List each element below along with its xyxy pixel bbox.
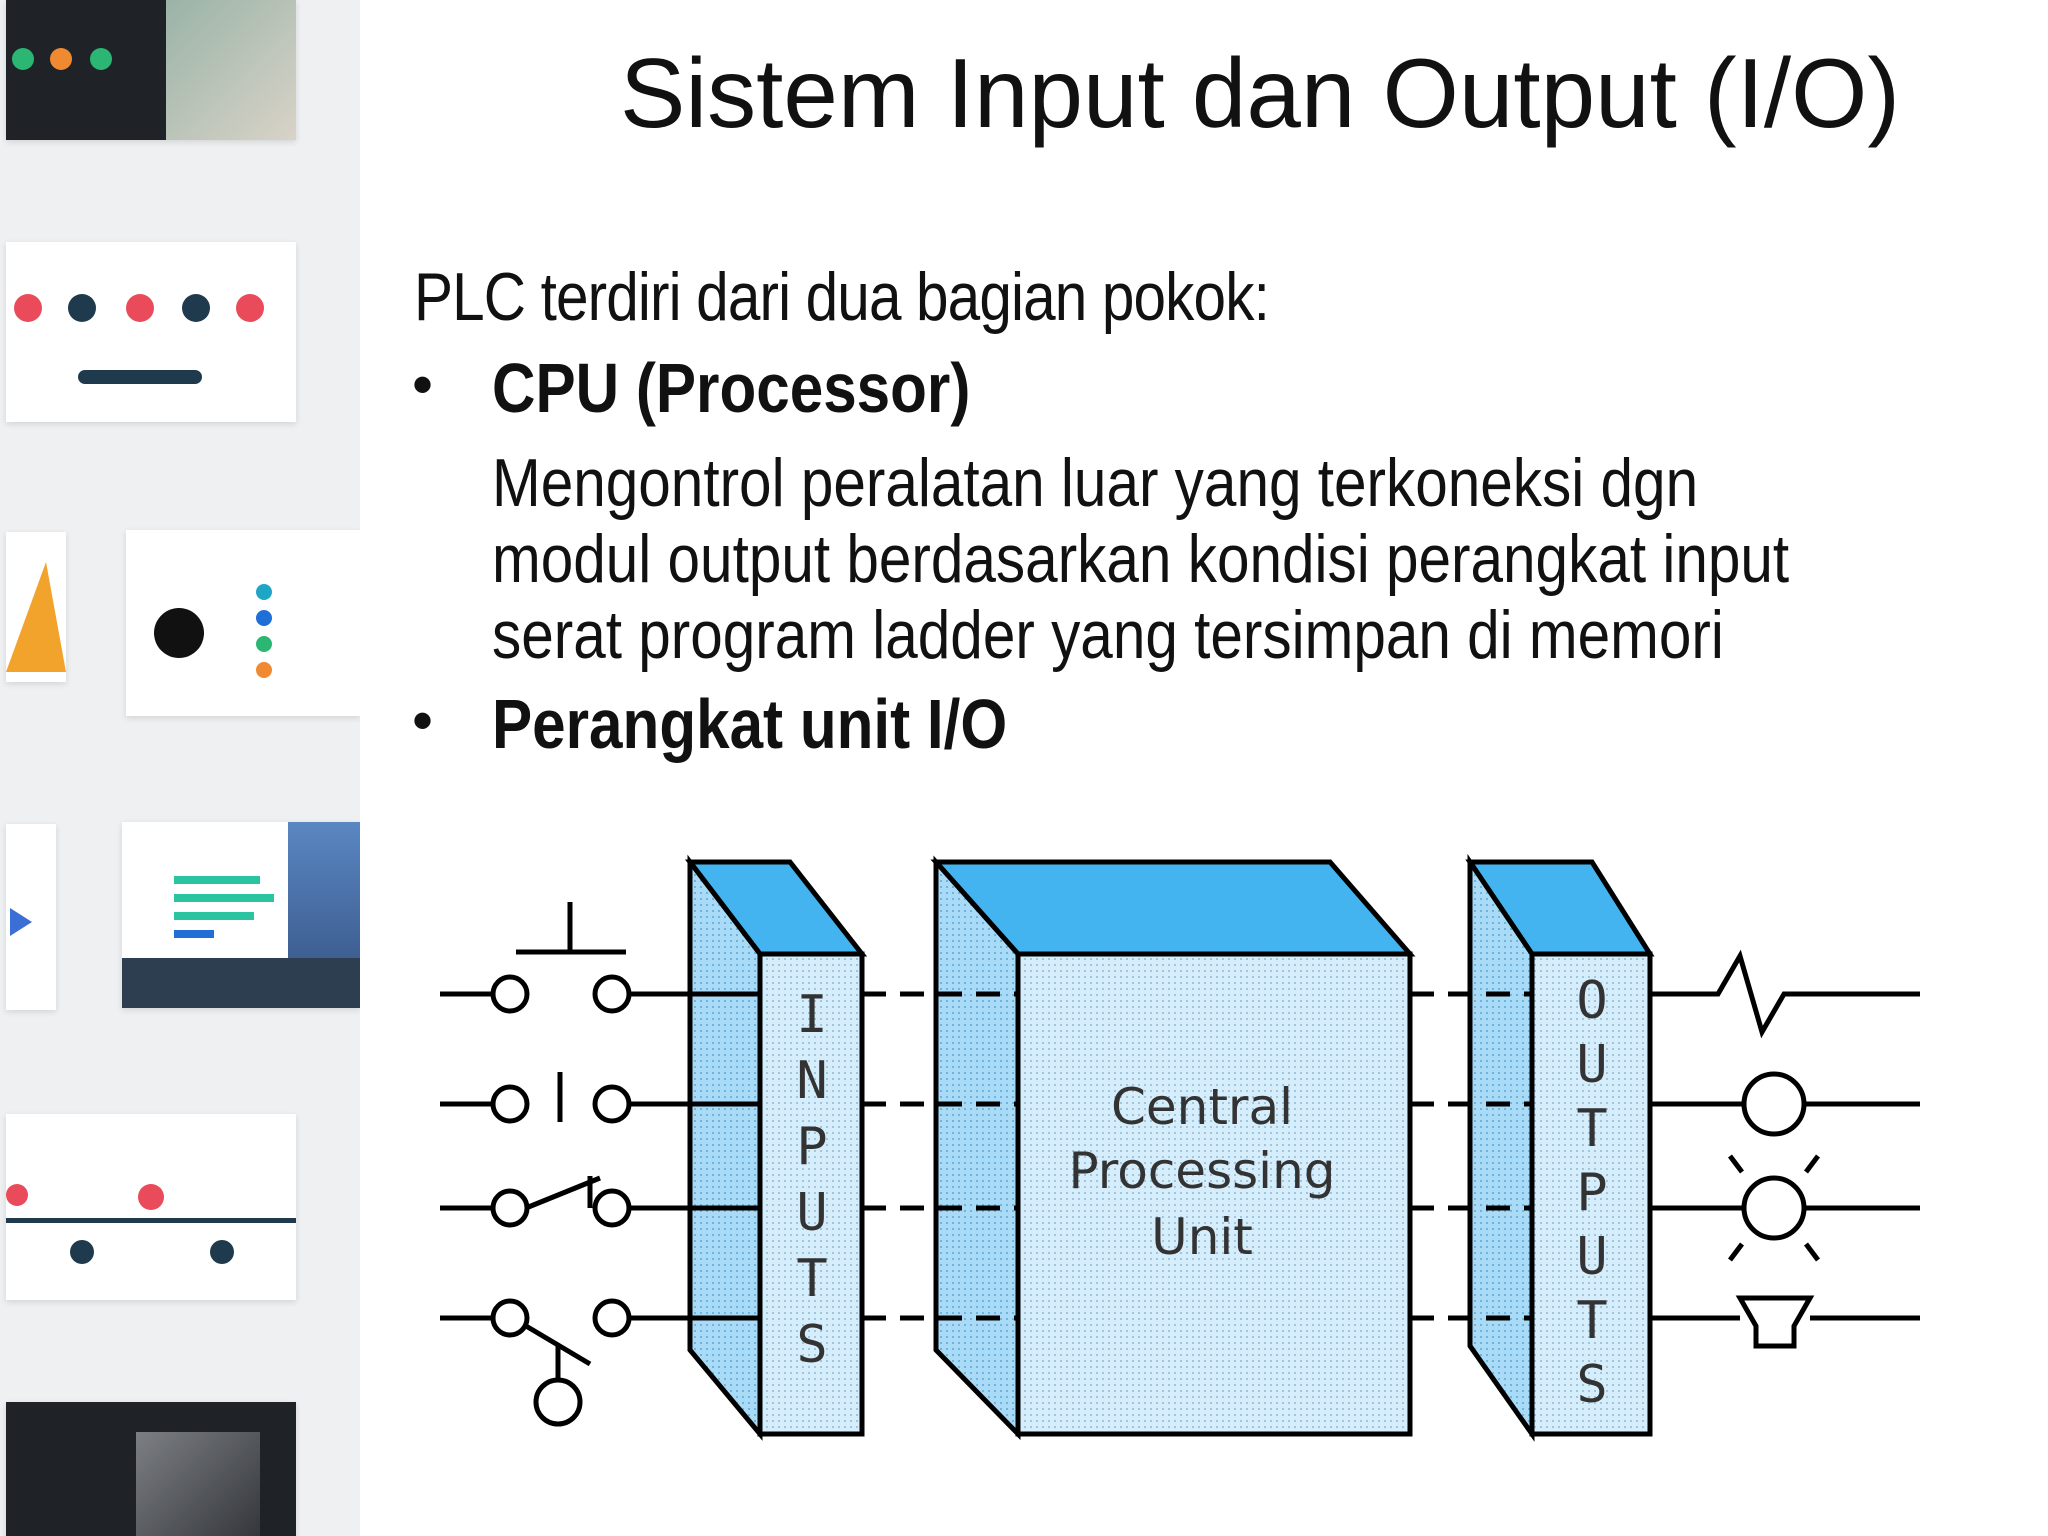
thumbnail-3[interactable] <box>6 532 66 682</box>
plc-io-diagram: I N P U T S O U T P U T S Central Proces… <box>440 836 2000 1506</box>
lamp-icon <box>1650 1154 1920 1262</box>
cpu-module-side <box>933 855 1021 1441</box>
thumb-dot <box>6 1184 28 1206</box>
thumbnail-5[interactable] <box>6 824 56 1010</box>
slide-title: Sistem Input dan Output (I/O) <box>619 38 1901 148</box>
thumb-bar <box>174 876 260 884</box>
thumb-dot <box>126 294 154 322</box>
thumb-dot <box>256 662 272 678</box>
inputs-label-letter: U <box>796 1183 827 1243</box>
bullet-heading-io: Perangkat unit I/O <box>492 685 1008 763</box>
inputs-label-letter: N <box>796 1051 827 1111</box>
thumb-dot <box>90 48 112 70</box>
thumb-pyramid <box>6 562 66 672</box>
cpu-module-face <box>1015 951 1413 1437</box>
thumbnail-7[interactable] <box>6 1114 296 1300</box>
thumbnail-1[interactable] <box>6 0 296 140</box>
bullet-marker: • <box>412 687 434 754</box>
thumbnail-4[interactable] <box>126 530 360 716</box>
thumbnail-sidebar <box>0 0 360 1536</box>
thumbnail-8[interactable] <box>6 1402 296 1536</box>
inputs-label-letter: I <box>796 985 827 1045</box>
outputs-label-letter: U <box>1576 1035 1607 1095</box>
thumb-bar <box>174 930 214 938</box>
thumb-dot <box>138 1184 164 1210</box>
motor-icon <box>1650 1071 1920 1137</box>
bullet-marker: • <box>412 351 434 418</box>
thumb-dot <box>14 294 42 322</box>
dashed-connections <box>862 991 1532 1321</box>
outputs-module-side <box>1467 853 1535 1442</box>
cpu-label-line: Central <box>1111 1078 1293 1136</box>
cpu-label-line: Unit <box>1151 1208 1253 1266</box>
inputs-label-letter: T <box>796 1249 827 1309</box>
thumb-dot <box>256 584 272 600</box>
thumbnail-2[interactable] <box>6 242 296 422</box>
thumb-circle <box>154 608 204 658</box>
bullet-heading-cpu: CPU (Processor) <box>492 349 971 427</box>
outputs-label-letter: P <box>1576 1163 1607 1223</box>
thumb-footer <box>122 958 360 1008</box>
thumb-photo <box>288 822 360 958</box>
thumb-dot <box>50 48 72 70</box>
outputs-module <box>1465 853 1655 1442</box>
outputs-label-letter: S <box>1576 1355 1607 1415</box>
pushbutton-switch-icon <box>440 902 760 1014</box>
thumb-dot <box>70 1240 94 1264</box>
cpu-module <box>930 855 1416 1441</box>
thumb-photo <box>136 1432 260 1536</box>
inputs-label-letter: P <box>796 1117 827 1177</box>
thumb-dot <box>236 294 264 322</box>
thumb-dot <box>210 1240 234 1264</box>
horn-icon <box>1650 1295 1920 1349</box>
outputs-label-letter: U <box>1576 1227 1607 1287</box>
thumbnail-6[interactable] <box>122 822 360 1008</box>
thumb-timeline <box>6 1218 296 1223</box>
thumb-dot <box>182 294 210 322</box>
outputs-label-letter: O <box>1576 971 1607 1031</box>
thumb-photo <box>166 0 296 140</box>
cpu-label-line: Processing <box>1069 1142 1336 1200</box>
slide: Sistem Input dan Output (I/O) PLC terdir… <box>360 0 2048 1536</box>
outputs-module-face <box>1529 951 1653 1437</box>
outputs-label-letter: T <box>1576 1291 1607 1351</box>
intro-text: PLC terdiri dari dua bagian pokok: <box>414 259 1270 335</box>
thumb-pill <box>78 370 202 384</box>
limit-switch-icon <box>440 1175 760 1228</box>
thumb-dot <box>256 636 272 652</box>
inputs-module-face <box>757 951 865 1437</box>
inputs-module <box>684 854 868 1441</box>
thumb-arrow <box>10 908 32 936</box>
inputs-label-letter: S <box>796 1315 827 1375</box>
inputs-module-side <box>687 854 763 1441</box>
thumb-dot <box>68 294 96 322</box>
heater-icon <box>1650 949 1920 1039</box>
thumb-bar <box>174 894 274 902</box>
cpu-description: Mengontrol peralatan luar yang terkoneks… <box>492 445 1790 673</box>
thumb-dot <box>256 610 272 626</box>
float-switch-icon <box>440 1298 760 1427</box>
outputs-label-letter: T <box>1576 1099 1607 1159</box>
toggle-switch-icon <box>440 1072 760 1124</box>
thumb-bar <box>174 912 254 920</box>
thumb-dot <box>12 48 34 70</box>
